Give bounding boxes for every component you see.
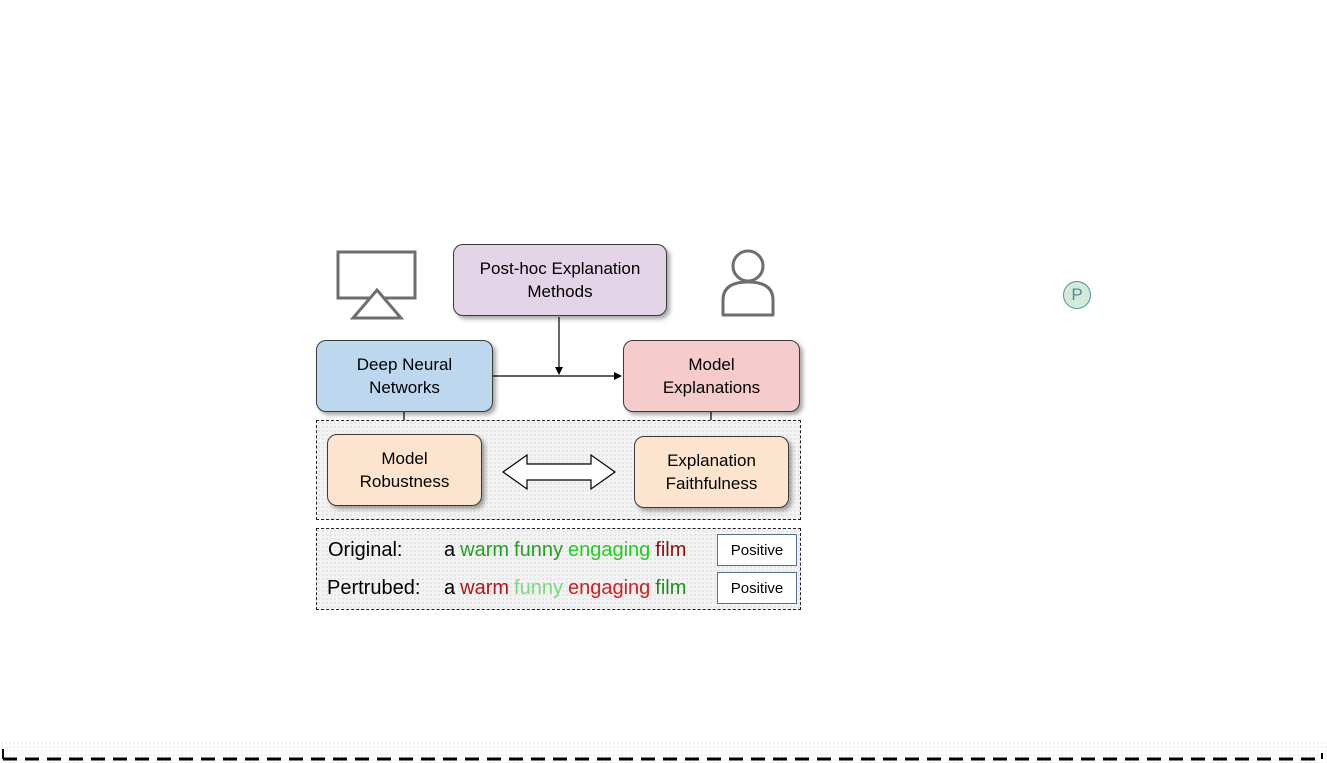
dnn-node: Deep Neural Networks	[316, 340, 493, 412]
explanation-faithfulness-node: Explanation Faithfulness	[634, 436, 789, 508]
robustness-line2: Robustness	[359, 472, 450, 491]
model-robustness-node: Model Robustness	[327, 434, 482, 506]
original-word: engaging	[567, 539, 651, 561]
dnn-line1: Deep Neural	[356, 355, 453, 374]
faithfulness-line1: Explanation	[667, 451, 756, 470]
perturbed-label: Pertrubed:	[327, 577, 421, 599]
robustness-line1: Model	[381, 449, 428, 468]
perturbed-word: warm	[460, 577, 510, 599]
original-label: Original:	[328, 539, 403, 561]
posthoc-line2: Methods	[527, 282, 593, 301]
model-explanations-line2: Explanations	[662, 378, 761, 397]
perturbed-word: engaging	[567, 577, 651, 599]
perturbed-word: a	[444, 577, 456, 599]
original-word: a	[444, 539, 456, 561]
original-prediction-badge: Positive	[717, 534, 797, 566]
original-word: film	[655, 539, 687, 561]
posthoc-methods-node: Post-hoc Explanation Methods	[453, 244, 667, 316]
model-explanations-line1: Model	[688, 355, 735, 374]
perturbed-prediction-badge: Positive	[717, 572, 797, 604]
posthoc-line1: Post-hoc Explanation	[479, 259, 641, 278]
perturbed-word: funny	[514, 577, 563, 599]
model-explanations-node: Model Explanations	[623, 340, 800, 412]
dnn-line2: Networks	[369, 378, 440, 397]
faithfulness-line2: Faithfulness	[665, 474, 758, 493]
original-word: warm	[460, 539, 510, 561]
person-icon	[721, 249, 775, 317]
monitor-icon	[336, 250, 417, 320]
perturbed-word: film	[655, 577, 687, 599]
p-badge[interactable]: P	[1063, 281, 1091, 309]
original-word: funny	[514, 539, 563, 561]
